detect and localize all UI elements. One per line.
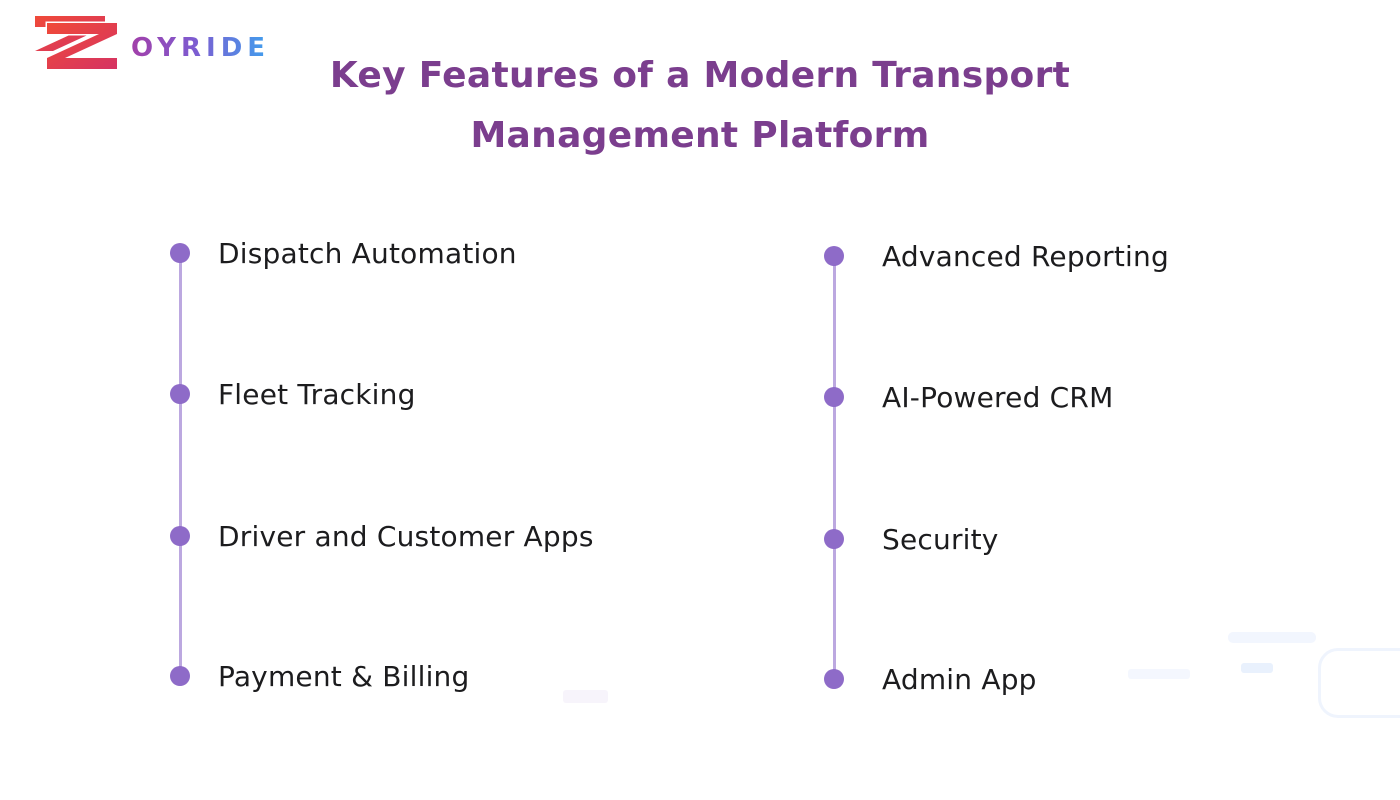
feature-label: Payment & Billing bbox=[218, 659, 470, 693]
bullet-dot-icon bbox=[824, 529, 844, 549]
feature-item: AI-Powered CRM bbox=[824, 381, 1113, 414]
feature-item: Admin App bbox=[824, 663, 1037, 696]
bullet-dot-icon bbox=[170, 526, 190, 546]
bullet-dot-icon bbox=[170, 243, 190, 263]
page-title-line2: Management Platform bbox=[470, 115, 930, 156]
zoyride-z-mark-icon bbox=[35, 16, 119, 70]
bullet-dot-icon bbox=[824, 669, 844, 689]
page-title-line1: Key Features of a Modern Transport bbox=[329, 55, 1071, 96]
ghost-shape bbox=[1228, 632, 1316, 643]
bullet-dot-icon bbox=[170, 384, 190, 404]
feature-item: Driver and Customer Apps bbox=[170, 520, 594, 553]
brand-logo: OYRIDE bbox=[35, 16, 270, 70]
feature-label: Dispatch Automation bbox=[218, 236, 517, 270]
feature-item: Security bbox=[824, 523, 999, 556]
feature-label: Driver and Customer Apps bbox=[218, 519, 594, 553]
page-title: Key Features of a Modern Transport Manag… bbox=[0, 46, 1400, 166]
feature-label: Advanced Reporting bbox=[882, 239, 1169, 273]
ghost-shape bbox=[563, 690, 608, 703]
bullet-dot-icon bbox=[824, 387, 844, 407]
bullet-dot-icon bbox=[824, 246, 844, 266]
ghost-shape bbox=[1241, 663, 1273, 673]
timeline-line bbox=[178, 253, 182, 676]
feature-item: Fleet Tracking bbox=[170, 378, 416, 411]
feature-label: AI-Powered CRM bbox=[882, 380, 1114, 414]
ghost-shape bbox=[1128, 669, 1190, 679]
timeline-line bbox=[832, 256, 836, 679]
feature-item: Advanced Reporting bbox=[824, 240, 1169, 273]
feature-item: Dispatch Automation bbox=[170, 237, 517, 270]
ghost-vehicle-outline bbox=[1318, 648, 1400, 718]
brand-wordmark: OYRIDE bbox=[131, 32, 271, 63]
feature-item: Payment & Billing bbox=[170, 660, 469, 693]
feature-label: Admin App bbox=[882, 662, 1037, 696]
bullet-dot-icon bbox=[170, 666, 190, 686]
feature-label: Security bbox=[882, 522, 999, 556]
feature-label: Fleet Tracking bbox=[218, 377, 416, 411]
